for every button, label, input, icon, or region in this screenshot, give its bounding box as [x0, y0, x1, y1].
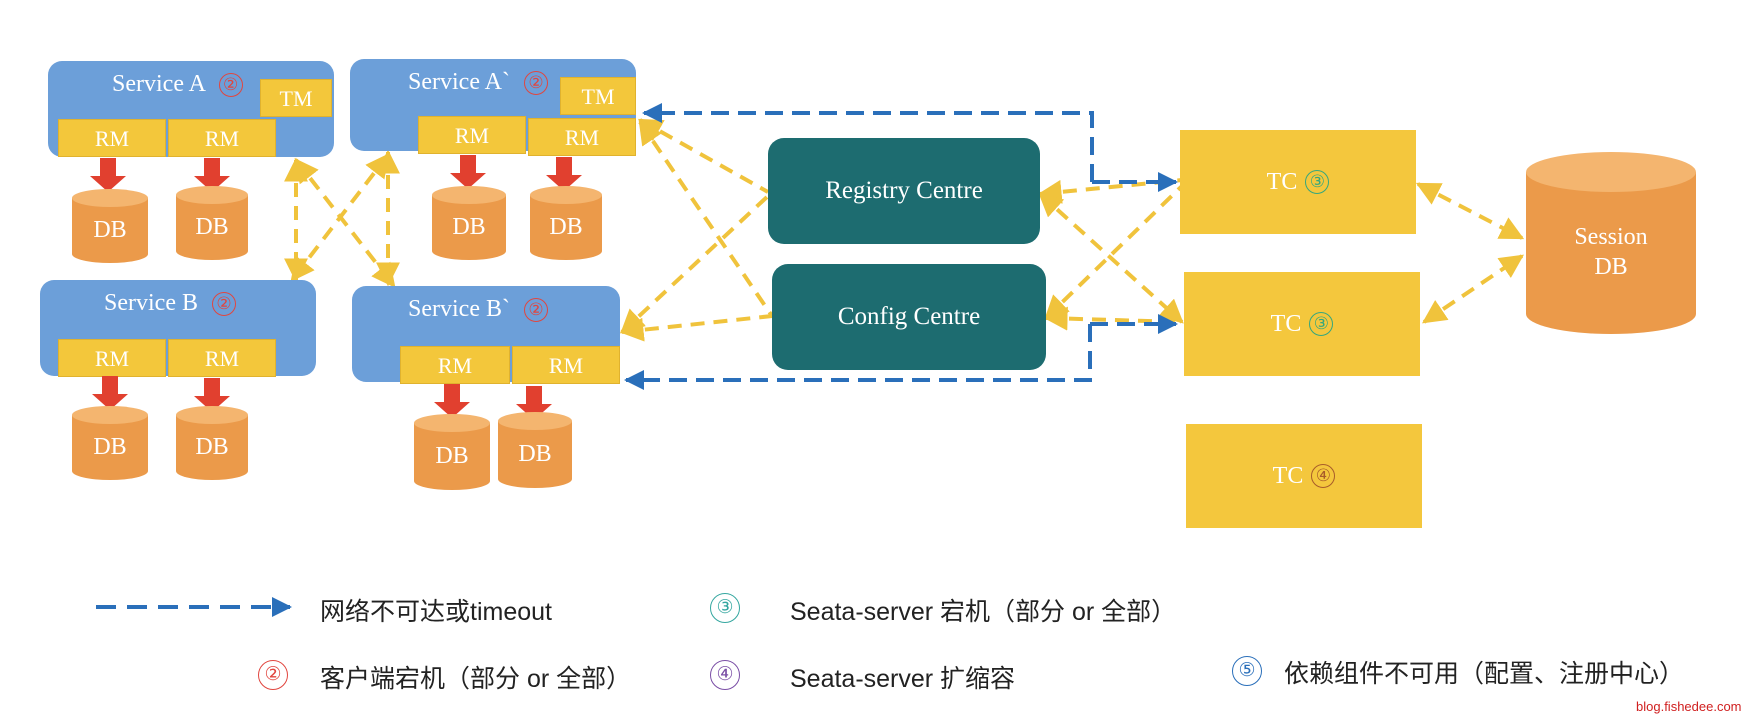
arrow-down-icon [434, 384, 470, 418]
link-tc2-session [1422, 254, 1524, 324]
service-a-prime-tm: TM [560, 77, 636, 115]
db-cylinder: DB [72, 406, 148, 480]
db-cylinder: DB [72, 189, 148, 263]
link-config-tc1 [1044, 184, 1184, 320]
service-a-prime-title: Service A` ② [408, 69, 548, 96]
client-down-marker: ② [523, 71, 548, 96]
legend-server-down-text: Seata-server 宕机（部分 or 全部） [790, 598, 1177, 626]
link-tc1-session [1415, 182, 1525, 240]
client-down-marker: ② [218, 73, 243, 98]
tc-label: TC [1270, 310, 1302, 337]
arrow-down-icon [90, 158, 126, 192]
legend-server-scale-text: Seata-server 扩缩容 [790, 665, 1016, 693]
config-centre: Config Centre [772, 264, 1046, 370]
arrow-down-icon [450, 155, 486, 189]
db-cylinder: DB [432, 186, 506, 260]
service-b-rm-2: RM [168, 339, 276, 377]
service-a-tm: TM [260, 79, 332, 117]
tc-label: TC [1266, 168, 1298, 195]
session-db-line1: Session [1574, 224, 1648, 250]
tc-node-3: TC ④ [1186, 424, 1422, 528]
legend-marker-5: ⑤ [1232, 656, 1262, 686]
legend-client-down-text: 客户端宕机（部分 or 全部） [320, 665, 632, 693]
service-a-title: Service A ② [112, 71, 243, 98]
legend-marker-4: ④ [710, 660, 740, 690]
tc-node-2: TC ③ [1184, 272, 1420, 376]
link-bprime-registry [620, 194, 770, 334]
tc-node-1: TC ③ [1180, 130, 1416, 234]
service-a-prime-rm-2: RM [528, 118, 636, 156]
client-down-marker: ② [211, 292, 236, 317]
db-cylinder: DB [498, 412, 572, 488]
link-aprime-config [638, 120, 774, 318]
service-b-prime-rm-1: RM [400, 346, 510, 384]
session-db-line2: DB [1594, 254, 1628, 280]
link-registry-tc2 [1038, 192, 1184, 324]
server-down-marker: ③ [1309, 312, 1334, 336]
db-cylinder: DB [176, 406, 248, 480]
legend-marker-2: ② [258, 660, 288, 690]
service-a-rm-2: RM [168, 119, 276, 157]
tc-label: TC [1272, 462, 1304, 489]
scale-marker: ④ [1311, 464, 1336, 488]
db-cylinder: DB [530, 186, 602, 260]
link-bprime-config [619, 314, 773, 342]
arrow-down-icon [516, 386, 552, 420]
arrow-down-icon [194, 378, 230, 412]
legend-dependency-text: 依赖组件不可用（配置、注册中心） [1284, 660, 1685, 688]
server-down-marker: ③ [1305, 170, 1330, 194]
registry-centre: Registry Centre [768, 138, 1040, 244]
service-b-prime-rm-2: RM [512, 346, 620, 384]
legend-network-text: 网络不可达或timeout [320, 598, 552, 626]
arrow-down-icon [194, 158, 230, 192]
client-down-marker: ② [523, 298, 548, 323]
watermark: blog.fishedee.com [1636, 699, 1742, 714]
db-cylinder: DB [414, 414, 490, 490]
db-cylinder: DB [176, 186, 248, 260]
service-b-rm-1: RM [58, 339, 166, 377]
session-db: Session DB [1526, 152, 1696, 334]
timeout-path-top [642, 103, 1094, 182]
arrow-down-icon [92, 376, 128, 410]
service-a-rm-1: RM [58, 119, 166, 157]
service-b-prime-title: Service B` ② [408, 296, 548, 323]
link-a-bprime [294, 158, 396, 288]
service-a-prime-rm-1: RM [418, 116, 526, 154]
arrow-down-icon [546, 157, 582, 191]
legend-marker-3: ③ [710, 593, 740, 623]
service-b-title: Service B ② [104, 290, 236, 317]
timeout-path-bottom [624, 324, 1092, 390]
